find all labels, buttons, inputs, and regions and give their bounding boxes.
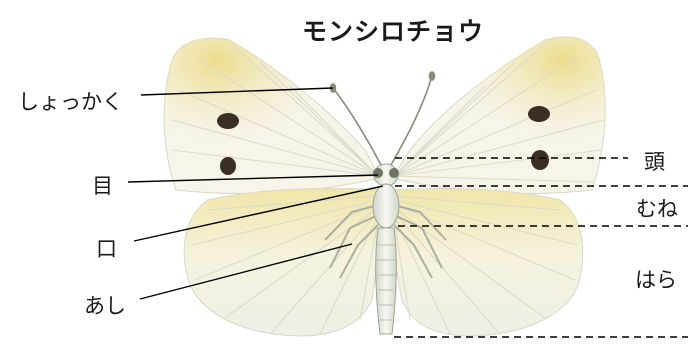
left-forewing — [164, 38, 380, 193]
left-lower-spot — [220, 157, 236, 175]
antenna-label: しょっかく — [18, 86, 123, 116]
eye — [373, 168, 383, 178]
head-label: 頭 — [644, 146, 665, 176]
abdomen — [376, 228, 396, 334]
leg-label: あし — [84, 290, 126, 320]
diagram-title: モンシロチョウ — [302, 12, 484, 48]
mouth-label: 口 — [96, 233, 117, 263]
abdomen-label: はら — [635, 264, 677, 294]
right-forewing — [392, 37, 605, 194]
thorax-label: むね — [636, 193, 678, 223]
right-hindwing — [391, 188, 582, 336]
right-lower-spot — [531, 150, 549, 170]
left-upper-spot — [217, 113, 239, 129]
right-upper-spot — [528, 106, 550, 122]
butterfly-body — [373, 164, 399, 334]
thorax — [373, 184, 399, 228]
eye-label: 目 — [92, 170, 113, 200]
